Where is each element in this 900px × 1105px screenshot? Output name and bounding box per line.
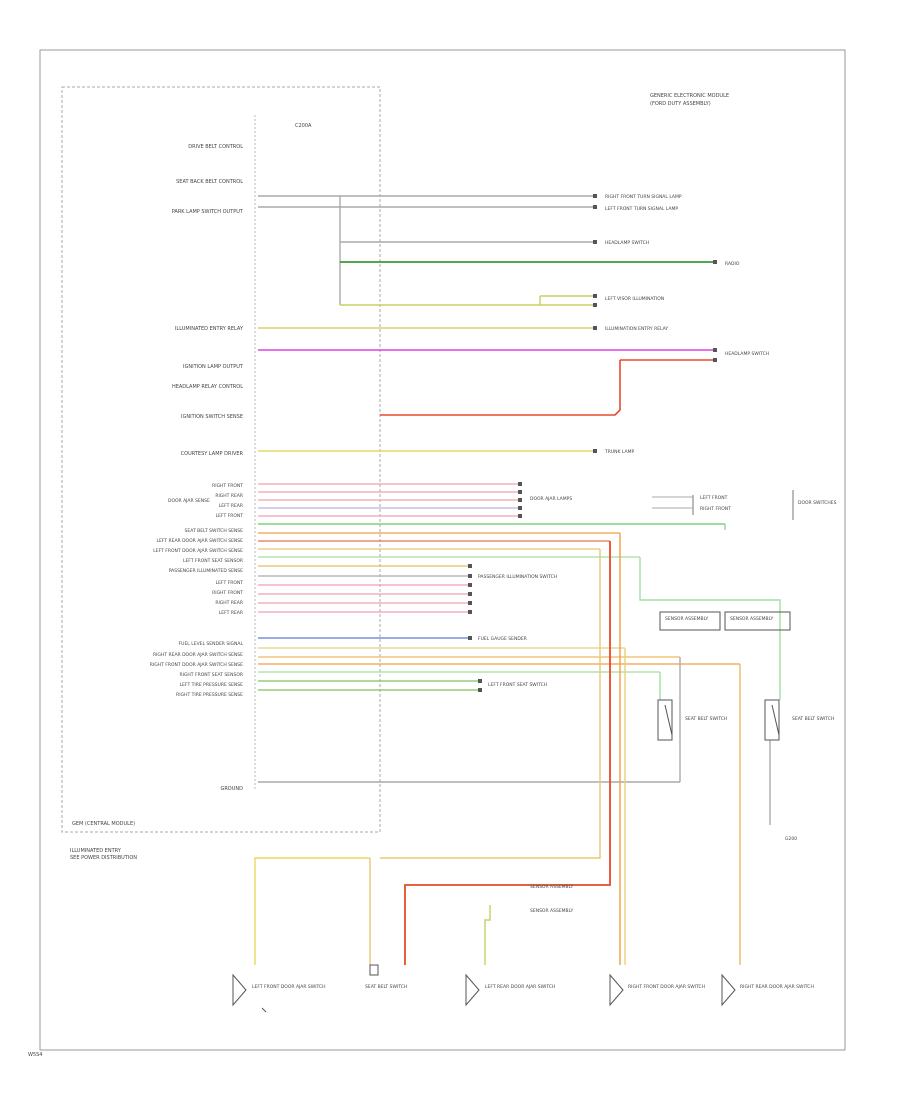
module-header: C200A bbox=[295, 123, 312, 129]
door2-label-3: LEFT REAR bbox=[219, 610, 243, 616]
door2-label-2: RIGHT REAR bbox=[215, 600, 243, 606]
label-ign-switch: IGNITION SWITCH SENSE bbox=[181, 414, 243, 420]
bottom-switch-4 bbox=[721, 973, 736, 1007]
door2-label-1: RIGHT FRONT bbox=[212, 590, 243, 596]
right-label-1: LEFT FRONT TURN SIGNAL LAMP bbox=[605, 206, 678, 212]
mid-label-3: LEFT FRONT SEAT SENSOR bbox=[183, 558, 243, 564]
bottom-label-2: LEFT REAR DOOR AJAR SWITCH bbox=[485, 984, 555, 990]
bottom-label-0: LEFT FRONT DOOR AJAR SWITCH bbox=[252, 984, 326, 990]
ground-label: GROUND bbox=[220, 786, 243, 792]
bottom-switch-3 bbox=[609, 973, 624, 1007]
door2-label-0: LEFT FRONT bbox=[216, 580, 244, 586]
wires-drops bbox=[254, 533, 781, 965]
seat-switch-label-0: SEAT BELT SWITCH bbox=[685, 716, 727, 722]
bottom-switch-1 bbox=[369, 964, 379, 976]
far-right-label-2: DOOR SWITCHES bbox=[798, 500, 837, 506]
right-label-2: HEADLAMP SWITCH bbox=[605, 240, 649, 246]
door-side-label: DOOR AJAR SENSE bbox=[168, 498, 210, 504]
bottom-label-1: SEAT BELT SWITCH bbox=[365, 984, 407, 990]
diagram-title-1: GENERIC ELECTRONIC MODULE bbox=[650, 93, 729, 99]
connector-markers bbox=[468, 194, 717, 692]
right-label-5: ILLUMINATION ENTRY RELAY bbox=[605, 326, 668, 332]
right-label-4: LEFT VISOR ILLUMINATION bbox=[605, 296, 664, 302]
right-label-3: RADIO bbox=[725, 261, 740, 267]
bottom-switch-2 bbox=[465, 973, 480, 1007]
lower-label-3: RIGHT FRONT SEAT SENSOR bbox=[179, 672, 243, 678]
bottom-label-3: RIGHT FRONT DOOR AJAR SWITCH bbox=[628, 984, 705, 990]
wires-lower bbox=[258, 637, 740, 783]
connector-label-0: SENSOR ASSEMBLY bbox=[665, 616, 709, 622]
door-label-rf: RIGHT FRONT bbox=[212, 483, 243, 489]
right-label-7: TRUNK LAMP bbox=[604, 449, 634, 455]
lower-label-1: RIGHT REAR DOOR AJAR SWITCH SENSE bbox=[153, 652, 243, 658]
page-code: W5S4 bbox=[28, 1052, 42, 1058]
seat-switch-right bbox=[764, 699, 780, 741]
mid-label-4: PASSENGER ILLUMINATED SENSE bbox=[169, 568, 243, 574]
module-box bbox=[61, 86, 381, 833]
label-illum-relay: ILLUMINATED ENTRY RELAY bbox=[175, 326, 244, 332]
lower-label-4: LEFT TIRE PRESSURE SENSE bbox=[180, 682, 244, 688]
door-label-lr: LEFT REAR bbox=[219, 503, 243, 509]
outer-frame bbox=[39, 49, 846, 1051]
seat-switch-left bbox=[657, 699, 673, 741]
label-drive-belt: DRIVE BELT CONTROL bbox=[188, 144, 243, 150]
connector-label-1: SENSOR ASSEMBLY bbox=[730, 616, 774, 622]
mid-label-1: LEFT REAR DOOR AJAR SWITCH SENSE bbox=[156, 538, 243, 544]
seat-switch-label-1: SEAT BELT SWITCH bbox=[792, 716, 834, 722]
module-label: GEM (CENTRAL MODULE) bbox=[72, 821, 135, 827]
wires-doors bbox=[258, 483, 726, 613]
right-label-6: HEADLAMP SWITCH bbox=[725, 351, 769, 357]
right-label-9: PASSENGER ILLUMINATION SWITCH bbox=[478, 574, 557, 580]
far-right-label-1: RIGHT FRONT bbox=[700, 506, 731, 512]
right-label-11: LEFT FRONT SEAT SWITCH bbox=[488, 682, 547, 688]
mid-label-2: LEFT FRONT DOOR AJAR SWITCH SENSE bbox=[153, 548, 243, 554]
diagram-title-2: (FORD DUTY ASSEMBLY) bbox=[650, 101, 711, 107]
bottom-label-4: RIGHT REAR DOOR AJAR SWITCH bbox=[740, 984, 814, 990]
mid-bottom-label-1: SENSOR ASSEMBLY bbox=[530, 908, 574, 914]
mid-bottom-label-0: SENSOR ASSEMBLY bbox=[530, 884, 574, 890]
right-label-10: FUEL GAUGE SENDER bbox=[478, 636, 527, 642]
footer-line-1: ILLUMINATED ENTRY bbox=[70, 848, 122, 854]
sensor-connector-right bbox=[724, 611, 791, 631]
door-label-lf: LEFT FRONT bbox=[216, 513, 244, 519]
right-label-8: DOOR AJAR LAMPS bbox=[530, 496, 572, 502]
right-label-0: RIGHT FRONT TURN SIGNAL LAMP bbox=[605, 194, 682, 200]
label-seat-back-belt: SEAT BACK BELT CONTROL bbox=[176, 179, 243, 185]
lower-label-5: RIGHT TIRE PRESSURE SENSE bbox=[176, 692, 243, 698]
label-courtesy-lamp: COURTESY LAMP DRIVER bbox=[181, 451, 244, 457]
door-label-rr: RIGHT REAR bbox=[215, 493, 243, 499]
bottom-switch-0 bbox=[232, 973, 267, 1013]
mid-label-0: SEAT BELT SWITCH SENSE bbox=[185, 528, 244, 534]
far-right-block bbox=[652, 490, 794, 520]
lower-label-2: RIGHT FRONT DOOR AJAR SWITCH SENSE bbox=[150, 662, 243, 668]
far-right-label-0: LEFT FRONT bbox=[700, 495, 728, 501]
label-ign-lamp: IGNITION LAMP OUTPUT bbox=[183, 364, 244, 370]
sensor-connector-left bbox=[659, 611, 721, 631]
wires-upper bbox=[258, 195, 715, 452]
label-headlamp-relay: HEADLAMP RELAY CONTROL bbox=[172, 384, 243, 390]
lower-label-0: FUEL LEVEL SENDER SIGNAL bbox=[179, 641, 244, 647]
label-park-lamp: PARK LAMP SWITCH OUTPUT bbox=[172, 209, 244, 215]
footer-line-2: SEE POWER DISTRIBUTION bbox=[70, 855, 137, 861]
ground-block-label: G200 bbox=[785, 836, 797, 842]
